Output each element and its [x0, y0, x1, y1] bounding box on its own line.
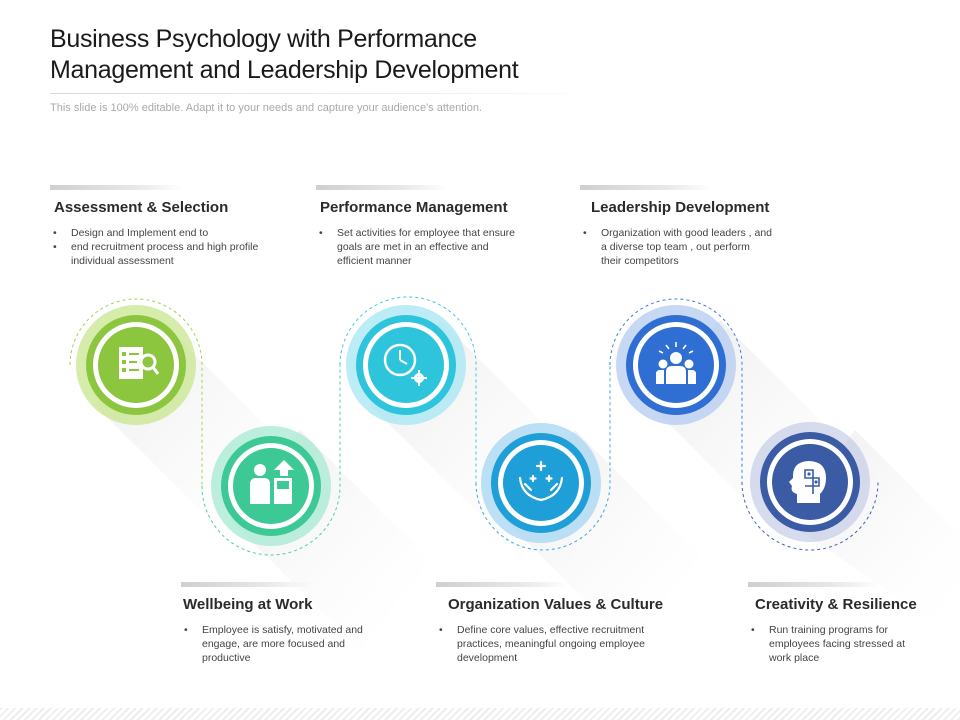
card-bullets: Employee is satisfy, motivated and engag… — [181, 623, 401, 665]
card-creativity-resilience: Creativity & Resilience Run training pro… — [748, 582, 948, 665]
card-title: Organization Values & Culture — [448, 596, 664, 613]
card-accent-bar — [436, 582, 568, 587]
bullet-item: end recruitment process and high profile… — [51, 240, 266, 268]
head-puzzle-icon — [789, 461, 826, 503]
connector-2-3 — [201, 365, 341, 556]
bullet-dot — [53, 240, 57, 254]
bullet-dot — [751, 623, 755, 637]
bullet-text: Design and Implement end to — [71, 227, 209, 239]
card-bullets: Run training programs for employees faci… — [748, 623, 948, 665]
bullet-text: Set activities for employee that ensure … — [337, 227, 516, 267]
title-line-2: Management and Leadership Development — [50, 56, 519, 84]
bullet-dot — [53, 226, 57, 240]
bullet-item: Define core values, effective recruitmen… — [437, 623, 652, 665]
card-assessment-selection: Assessment & Selection Design and Implem… — [50, 185, 270, 268]
bullet-text: Run training programs for employees faci… — [769, 624, 905, 664]
card-accent-bar — [748, 582, 880, 587]
clock-gear-icon — [383, 343, 427, 386]
card-accent-bar — [580, 185, 712, 190]
step-circle-3 — [346, 305, 466, 425]
step-circle-2 — [211, 426, 331, 546]
footer-hatch-band — [0, 708, 960, 720]
dashed-connectors — [69, 296, 879, 556]
slide-title: Business Psychology with Performance Man… — [50, 24, 650, 86]
bullet-item: Run training programs for employees faci… — [749, 623, 929, 665]
card-bullets: Set activities for employee that ensure … — [316, 226, 536, 268]
title-divider — [50, 93, 605, 94]
card-performance-management: Performance Management Set activities fo… — [316, 185, 536, 268]
step-circle-5 — [616, 305, 736, 425]
bullet-item: Set activities for employee that ensure … — [317, 226, 522, 268]
card-accent-bar — [181, 582, 313, 587]
bullet-text: end recruitment process and high profile… — [71, 241, 259, 267]
title-line-1: Business Psychology with Performance — [50, 25, 477, 53]
bullet-item: Organization with good leaders , and a d… — [581, 226, 773, 268]
connector-5-6 — [609, 298, 743, 482]
bullet-text: Organization with good leaders , and a d… — [601, 227, 773, 267]
card-accent-bar — [50, 185, 182, 190]
card-leadership-development: Leadership Development Organization with… — [580, 185, 800, 268]
card-bullets: Organization with good leaders , and a d… — [580, 226, 800, 268]
bullet-item: Employee is satisfy, motivated and engag… — [182, 623, 367, 665]
bullet-dot — [184, 623, 188, 637]
card-bullets: Define core values, effective recruitmen… — [436, 623, 696, 665]
connector-1-2 — [69, 298, 203, 486]
card-accent-bar — [316, 185, 448, 190]
bullet-dot — [583, 226, 587, 240]
step-circle-6 — [750, 422, 870, 542]
employee-growth-icon — [250, 460, 294, 504]
bullet-dot — [439, 623, 443, 637]
connector-3-4 — [339, 296, 477, 483]
step-circle-1 — [76, 305, 196, 425]
connector-6-end — [741, 481, 879, 551]
bullet-text: Employee is satisfy, motivated and engag… — [202, 624, 363, 664]
card-wellbeing-at-work: Wellbeing at Work Employee is satisfy, m… — [181, 582, 401, 665]
card-title: Leadership Development — [591, 199, 770, 216]
card-organization-values-culture: Organization Values & Culture Define cor… — [436, 582, 696, 665]
checklist-magnifier-icon — [119, 347, 160, 379]
bullet-text: Define core values, effective recruitmen… — [457, 624, 645, 664]
leader-team-icon — [656, 342, 696, 384]
card-title: Assessment & Selection — [54, 199, 229, 216]
bullet-item: Design and Implement end to — [51, 226, 270, 240]
card-title: Performance Management — [320, 199, 508, 216]
connector-4-5 — [475, 365, 611, 551]
step-circle-4 — [481, 423, 601, 543]
card-title: Creativity & Resilience — [755, 596, 917, 613]
slide-subtitle: This slide is 100% editable. Adapt it to… — [50, 102, 482, 114]
bullet-dot — [319, 226, 323, 240]
card-title: Wellbeing at Work — [183, 596, 313, 613]
hands-sparkle-icon — [518, 460, 564, 502]
card-bullets: Design and Implement end to end recruitm… — [50, 226, 270, 268]
